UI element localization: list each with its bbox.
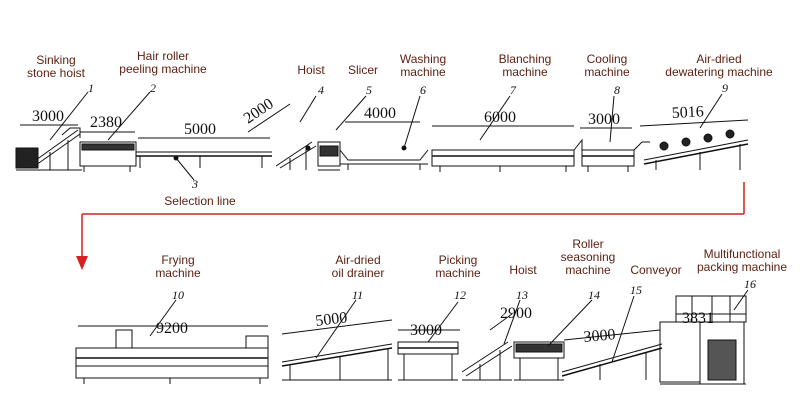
label-multifunctional-packing-machine: Multifunctional packing machine <box>696 247 788 274</box>
item-number-5: 5 <box>366 83 372 97</box>
label-washing-machine: Washing machine <box>399 52 447 79</box>
leader-lines-row1 <box>50 92 722 180</box>
label-frying-machine: Frying machine <box>155 253 201 280</box>
item-number-13: 13 <box>516 288 528 302</box>
dim-2900: 2900 <box>500 305 532 322</box>
item-number-7: 7 <box>510 83 517 97</box>
label-roller-seasoning-machine: Roller seasoning machine <box>560 237 616 277</box>
item-number-6: 6 <box>420 83 426 97</box>
dim-5016: 5016 <box>671 103 704 122</box>
item-number-15: 15 <box>630 283 642 297</box>
item-number-14: 14 <box>588 288 600 302</box>
machine-sinking-stone-hoist <box>16 128 82 170</box>
item-number-16: 16 <box>744 277 756 291</box>
label-blanching-machine: Blanching machine <box>498 52 552 79</box>
item-number-1: 1 <box>88 81 94 95</box>
item-number-12: 12 <box>454 288 466 302</box>
label-hair-roller-peeling-machine: Hair roller peeling machine <box>119 49 207 76</box>
dimension-lines-row1 <box>20 104 748 138</box>
label-hoist-1: Hoist <box>297 63 325 77</box>
dim-3000-a: 3000 <box>32 108 64 125</box>
dim-2000: 2000 <box>241 95 277 127</box>
machine-slicer <box>318 142 340 170</box>
dim-3000-c: 3000 <box>410 322 442 339</box>
dim-4000: 4000 <box>364 105 396 122</box>
dim-9200: 9200 <box>156 320 188 337</box>
machine-picking <box>398 342 458 380</box>
label-conveyor: Conveyor <box>630 263 682 277</box>
label-slicer: Slicer <box>347 63 378 77</box>
label-air-dried-oil-drainer: Air-dried oil drainer <box>331 253 385 280</box>
label-air-dried-dewatering-machine: Air-dried dewatering machine <box>665 52 773 79</box>
machine-hoist-1 <box>276 142 316 170</box>
machine-blanching <box>432 140 582 172</box>
dim-6000: 6000 <box>484 109 516 126</box>
machine-hoist-2 <box>462 342 512 380</box>
label-cooling-machine: Cooling machine <box>584 52 630 79</box>
label-sinking-stone-hoist: Sinking stone hoist <box>26 53 86 80</box>
item-number-2: 2 <box>150 81 156 95</box>
dim-3000-b: 3000 <box>588 111 620 128</box>
label-hoist-2: Hoist <box>509 263 537 277</box>
leader-lines-row2 <box>150 290 748 362</box>
dim-3831: 3831 <box>682 310 714 327</box>
machine-selection-line <box>136 152 272 168</box>
item-number-3: 3 <box>191 177 198 191</box>
machine-roller-seasoning <box>514 342 564 380</box>
machine-multifunctional-packing <box>660 296 746 384</box>
item-number-8: 8 <box>614 83 620 97</box>
machine-frying <box>76 330 268 384</box>
label-selection-line: Selection line <box>164 194 236 208</box>
dim-5000-b: 5000 <box>314 309 348 330</box>
machine-hair-roller-peeling <box>80 142 136 172</box>
item-number-10: 10 <box>172 288 184 302</box>
item-number-11: 11 <box>352 288 363 302</box>
item-number-9: 9 <box>722 81 728 95</box>
dim-5000-a: 5000 <box>184 121 216 138</box>
label-picking-machine: Picking machine <box>435 253 481 280</box>
machine-washing <box>340 146 428 170</box>
dim-3000-d: 3000 <box>583 326 616 346</box>
item-number-4: 4 <box>318 83 324 97</box>
machine-air-dried-oil-drainer <box>282 344 392 380</box>
machine-air-dried-dewatering <box>644 130 748 170</box>
machine-cooling <box>582 142 650 172</box>
flow-arrow <box>76 182 744 270</box>
dim-2380: 2380 <box>90 114 122 131</box>
